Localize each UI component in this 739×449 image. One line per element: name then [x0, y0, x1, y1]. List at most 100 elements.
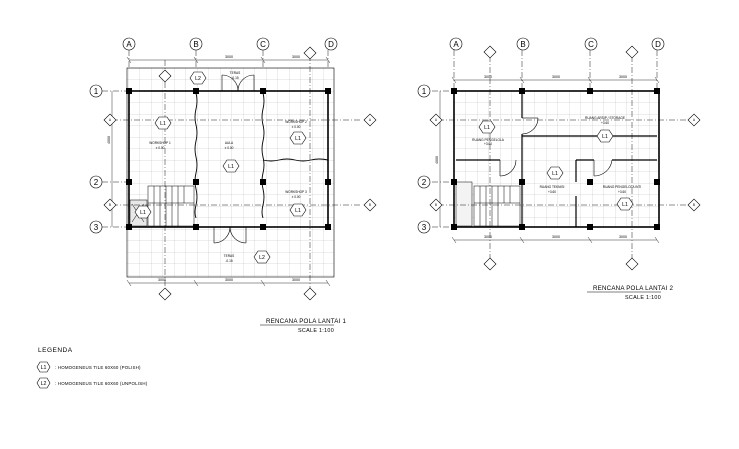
- plan2-dim-top-2: 3000: [552, 75, 560, 79]
- plan2-room-teknisi-level: +3.60: [548, 190, 556, 194]
- plan2-grid-bubbles-numbers: [417, 84, 431, 234]
- plan2-axis-c: C: [588, 40, 594, 49]
- plan1-terrace-outline: [126, 67, 335, 278]
- legend: LEGENDA L1 : HOMOGENEUS TILE 60X60 (POLI…: [36, 347, 148, 389]
- legend-tag-2-shape: [36, 377, 51, 389]
- plan2-axis-b: B: [520, 40, 525, 49]
- legend-text-1: : HOMOGENEUS TILE 60X60 (POLISH): [55, 365, 141, 370]
- plan2-tag-pengelola: L1: [484, 125, 490, 131]
- plan2-title: RENCANA POLA LANTAI 2: [593, 285, 673, 292]
- legend-tag-1: L1: [41, 365, 47, 371]
- plan1-room-terrace-bottom-name: TERAS: [224, 254, 235, 258]
- plan2-columns: [451, 88, 660, 230]
- plan2-tag-arsip: L1: [602, 134, 608, 140]
- plan1-dim-side: 4000: [107, 136, 111, 144]
- plan2-grid-lines: [432, 50, 688, 258]
- plan1-axis-3: 3: [94, 223, 99, 232]
- plan1-axis-b: B: [193, 40, 198, 49]
- plan1-axis-1: 1: [94, 87, 99, 96]
- plan1-dim-top-1: 3000: [225, 55, 233, 59]
- plan1-section-mark-a-right: A: [369, 118, 372, 122]
- plan2-room-pengelola-name: RUANG PENGELOLA: [472, 138, 505, 142]
- plan1-grid-bubbles-numbers: [89, 84, 103, 234]
- plan2-dim-top-1: 3000: [484, 75, 492, 79]
- plan1-room-workshop1-name: WORKSHOP 1: [149, 141, 171, 145]
- plan1-room-workshop1-level: ± 0.00: [156, 146, 165, 150]
- plan2-grid-bubbles-letters: [449, 37, 665, 51]
- plan1-tag-stair: L1: [140, 210, 146, 216]
- plan1-room-workshop2-name: WORKSHOP 2: [285, 120, 307, 124]
- plan1-room-terrace-top-level: -0.15: [231, 76, 238, 80]
- plan1-exterior-wall: [128, 90, 329, 228]
- plan2-room-arsip-name: RUANG ARSIP / STORAGE: [585, 116, 625, 120]
- plan2-section-markers: [429, 45, 701, 271]
- plan1-axis-2: 2: [94, 178, 99, 187]
- plan1-door-bottom: [213, 226, 247, 244]
- plan1-axis-c: C: [260, 40, 266, 49]
- plan1-scale: SCALE 1:100: [298, 328, 334, 334]
- plan2-tag-pengelola-inti: L1: [622, 202, 628, 208]
- plan1-tile-pattern: [127, 68, 334, 277]
- plan1-title: RENCANA POLA LANTAI 1: [266, 318, 346, 325]
- plan2-doors: [499, 117, 613, 177]
- plan-2: 3000 3000 3000 3000 3000 3000 4000 A B C…: [417, 37, 701, 301]
- plan1-dim-bottom-2: 3000: [225, 278, 233, 282]
- plan2-axis-2: 2: [422, 178, 427, 187]
- plan2-axis-a: A: [453, 40, 459, 49]
- legend-tag-1-shape: [36, 361, 51, 373]
- plan1-room-terrace-bottom-level: -0.15: [225, 259, 232, 263]
- plan-1: 3000 3000 3000 3000 3000 4000 A B C D 1 …: [89, 37, 377, 334]
- plan1-partition-horizontal: [262, 158, 329, 162]
- plan1-tag-aula: L1: [228, 164, 234, 170]
- plan1-dim-bottom-1: 3000: [158, 278, 166, 282]
- plan1-room-workshop2-level: ± 0.00: [292, 125, 301, 129]
- plan1-room-aula-name: AULA: [225, 141, 234, 145]
- legend-tag-2: L2: [41, 381, 47, 387]
- plan2-section-mark-b-left: B: [435, 203, 437, 207]
- plan1-tag-terrace-bottom: L2: [259, 255, 265, 261]
- plan1-section-mark-b-right: B: [369, 203, 371, 207]
- plan2-axis-3: 3: [422, 223, 427, 232]
- plan2-tag-teknisi: L1: [552, 171, 558, 177]
- plan1-room-aula-level: ± 0.00: [225, 146, 234, 150]
- plan1-grid-bubbles-letters: [122, 37, 338, 51]
- plan2-scale: SCALE 1:100: [625, 295, 661, 301]
- plan2-exterior-wall: [453, 90, 660, 228]
- plan2-room-pengelola-level: +3.60: [484, 142, 492, 146]
- plan2-dim-side: 4000: [435, 156, 439, 164]
- plan1-axis-d: D: [328, 40, 334, 49]
- plan1-room-workshop3-level: ± 0.00: [292, 195, 301, 199]
- plan2-axis-1: 1: [422, 87, 427, 96]
- plan2-dim-bottom-2: 3000: [552, 235, 560, 239]
- plan1-axis-a: A: [126, 40, 132, 49]
- plan1-columns: [126, 88, 331, 230]
- plan2-stair: [455, 181, 521, 227]
- plan1-room-terrace-top-name: TERAS: [230, 71, 241, 75]
- plan2-room-pengelola-inti-level: +3.60: [618, 190, 626, 194]
- plan1-section-mark-a-left: A: [109, 118, 112, 122]
- plan2-section-mark-a-left: A: [435, 118, 438, 122]
- plan1-door-top: [221, 74, 255, 92]
- plan2-room-arsip-level: +3.60: [601, 121, 609, 125]
- plan1-partition-c: [261, 92, 265, 219]
- plan1-dimension-lines: [111, 56, 331, 287]
- plan1-tile-tag-shapes: [134, 71, 307, 264]
- plan2-tile-tag-shapes: [478, 120, 634, 211]
- plan2-room-pengelola-inti-name: RUANG PENGELOLA INTI: [603, 185, 642, 189]
- plan2-section-mark-b-right: B: [693, 203, 695, 207]
- plan1-grid-lines: [102, 50, 362, 296]
- plan2-dim-top-3: 3000: [619, 75, 627, 79]
- legend-text-2: : HOMOGENEUS TILE 60X60 (UNPOLISH): [55, 381, 148, 386]
- legend-title: LEGENDA: [38, 347, 73, 354]
- plan1-tag-workshop2: L1: [295, 136, 301, 142]
- plan1-tag-workshop3: L1: [295, 208, 301, 214]
- plan1-room-workshop3-name: WORKSHOP 3: [285, 190, 307, 194]
- plan2-dim-bottom-3: 3000: [619, 235, 627, 239]
- plan2-interior-walls: [456, 91, 657, 227]
- plan1-tag-workshop1: L1: [160, 121, 166, 127]
- plan2-dim-bottom-1: 3000: [484, 235, 492, 239]
- plan1-dim-bottom-3: 3000: [292, 278, 300, 282]
- plan1-tag-terrace-top: L2: [195, 76, 201, 82]
- plan1-dim-top-2: 3000: [292, 55, 300, 59]
